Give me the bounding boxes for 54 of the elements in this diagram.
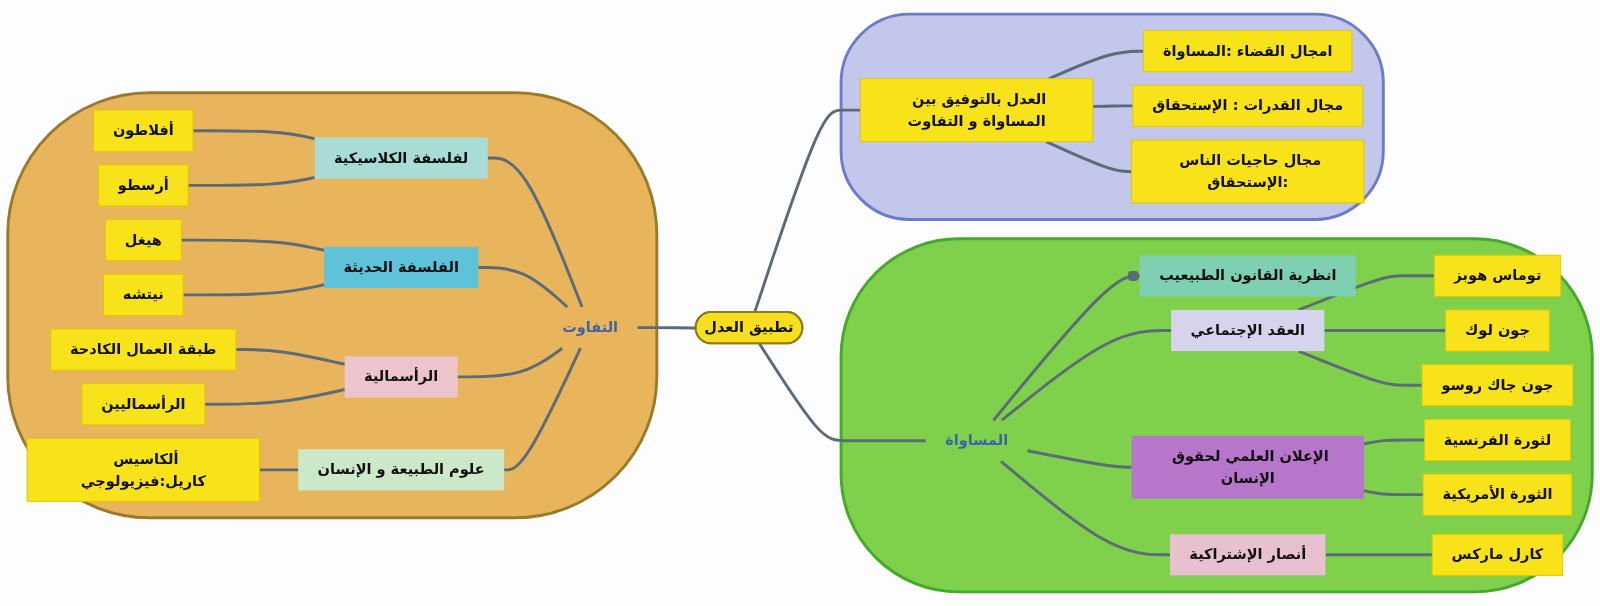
- connector: [1001, 329, 1172, 422]
- connector: [992, 269, 1140, 422]
- connector: [1298, 349, 1423, 387]
- connector: [478, 266, 569, 309]
- node-box: ألكاسيس كاريل:فيزيولوجي: [26, 437, 260, 502]
- node-box: الرأسمالية: [344, 356, 458, 398]
- connector: [1000, 460, 1170, 557]
- node-box: كارل ماركس: [1431, 533, 1564, 576]
- connector: [188, 176, 315, 187]
- connector: [1027, 449, 1132, 469]
- node-box: هيغل: [104, 219, 182, 262]
- connector: [181, 238, 325, 252]
- cluster: [839, 12, 1385, 221]
- connector: [183, 283, 325, 297]
- node-box: الرأسماليين: [81, 383, 206, 426]
- node-box: لثورة الفرنسية: [1423, 418, 1571, 461]
- connector: [204, 388, 346, 406]
- connector: [758, 343, 926, 443]
- node-box: أفلاطون: [93, 109, 194, 152]
- connector: [1325, 553, 1433, 557]
- connector: [1045, 140, 1132, 173]
- node-box: جون لوك: [1445, 309, 1550, 352]
- node-box: الفلسفة الحديثة: [324, 246, 479, 289]
- node-box: الإعلان العلمي لحقوق الإنسان: [1131, 435, 1364, 499]
- node-box: توماس هوبز: [1433, 254, 1562, 297]
- connector: [504, 347, 582, 472]
- node-text: التفاوت: [562, 318, 619, 337]
- node-box: أنصار الإشتراكية: [1169, 534, 1326, 576]
- node-box: امجال القضاء :المساواة: [1143, 30, 1353, 73]
- node-box: انظرية القانون الطبيعيب: [1139, 255, 1356, 297]
- connector: [1324, 329, 1446, 332]
- node-box: العقد الإجتماعي: [1171, 309, 1325, 352]
- node-box: الثورة الأمريكية: [1422, 473, 1573, 516]
- connector: [1048, 49, 1144, 80]
- connector: [753, 108, 861, 313]
- node-box: علوم الطبيعة و الإنسان: [298, 449, 505, 491]
- connector: [193, 129, 315, 141]
- connector: [1298, 274, 1435, 312]
- node-box: مجال القدرات : الإستحقاق: [1132, 84, 1364, 127]
- node-box: طبقة العمال الكادحة: [50, 328, 237, 371]
- connector: [457, 347, 564, 379]
- node-text: المساواة: [945, 431, 1009, 450]
- connector: [1363, 489, 1424, 497]
- connector: [259, 468, 299, 472]
- connector: [487, 156, 584, 308]
- node-box: نيتشه: [103, 273, 184, 316]
- connector: [1092, 104, 1133, 108]
- node-box: العدل بالتوفيق بين المساواة و التفاوت: [859, 78, 1094, 143]
- connector: [1363, 438, 1425, 446]
- connector: [235, 348, 346, 366]
- node-box: لفلسفة الكلاسيكية: [314, 137, 488, 179]
- node-box: جون جاك روسو: [1421, 364, 1574, 407]
- node-box: أرسطو: [98, 164, 189, 207]
- node-box: مجال حاجيات الناس :الإستحقاق: [1131, 139, 1365, 204]
